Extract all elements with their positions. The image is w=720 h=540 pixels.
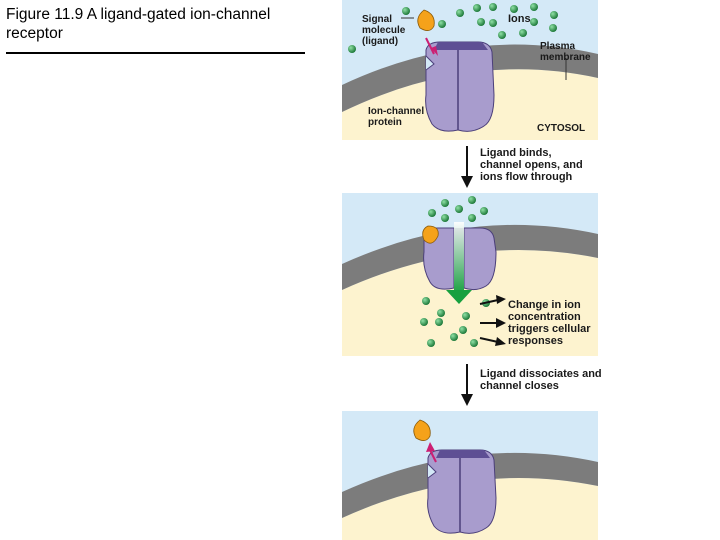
ligand bbox=[417, 9, 435, 31]
label-change-concentration: Change in ion concentration triggers cel… bbox=[508, 299, 591, 347]
channel-protein-closed bbox=[427, 449, 497, 534]
label-cytosol: CYTOSOL bbox=[537, 123, 586, 134]
label-ion-channel-protein: Ion-channel protein bbox=[368, 106, 425, 128]
bound-ligand bbox=[422, 225, 439, 244]
figure-title: Figure 11.9 A ligand-gated ion-channel r… bbox=[6, 6, 271, 42]
label-plasma-membrane: Plasma membrane bbox=[540, 41, 591, 63]
plasma-membrane bbox=[342, 452, 598, 518]
released-ligand bbox=[413, 419, 431, 441]
release-arrow bbox=[429, 449, 437, 463]
cytosol-region bbox=[342, 249, 598, 356]
label-ions: Ions bbox=[508, 13, 531, 25]
response-arrows bbox=[479, 295, 506, 346]
label-step-ligand-binds: Ligand binds, channel opens, and ions fl… bbox=[480, 147, 583, 183]
approach-arrow bbox=[425, 37, 435, 55]
plasma-membrane bbox=[342, 224, 598, 290]
panel-closed bbox=[342, 0, 598, 140]
panel-open bbox=[342, 193, 598, 356]
title-rule bbox=[6, 52, 305, 54]
ion-cluster bbox=[420, 196, 490, 347]
label-signal-molecule: Signal molecule (ligand) bbox=[362, 14, 406, 47]
ion-cluster bbox=[348, 3, 558, 53]
panel-reclosed bbox=[342, 411, 598, 540]
plasma-membrane bbox=[342, 44, 598, 112]
channel-protein-closed bbox=[425, 41, 495, 132]
ion-flow-arrow bbox=[454, 222, 464, 294]
label-step-ligand-dissociates: Ligand dissociates and channel closes bbox=[480, 368, 602, 392]
